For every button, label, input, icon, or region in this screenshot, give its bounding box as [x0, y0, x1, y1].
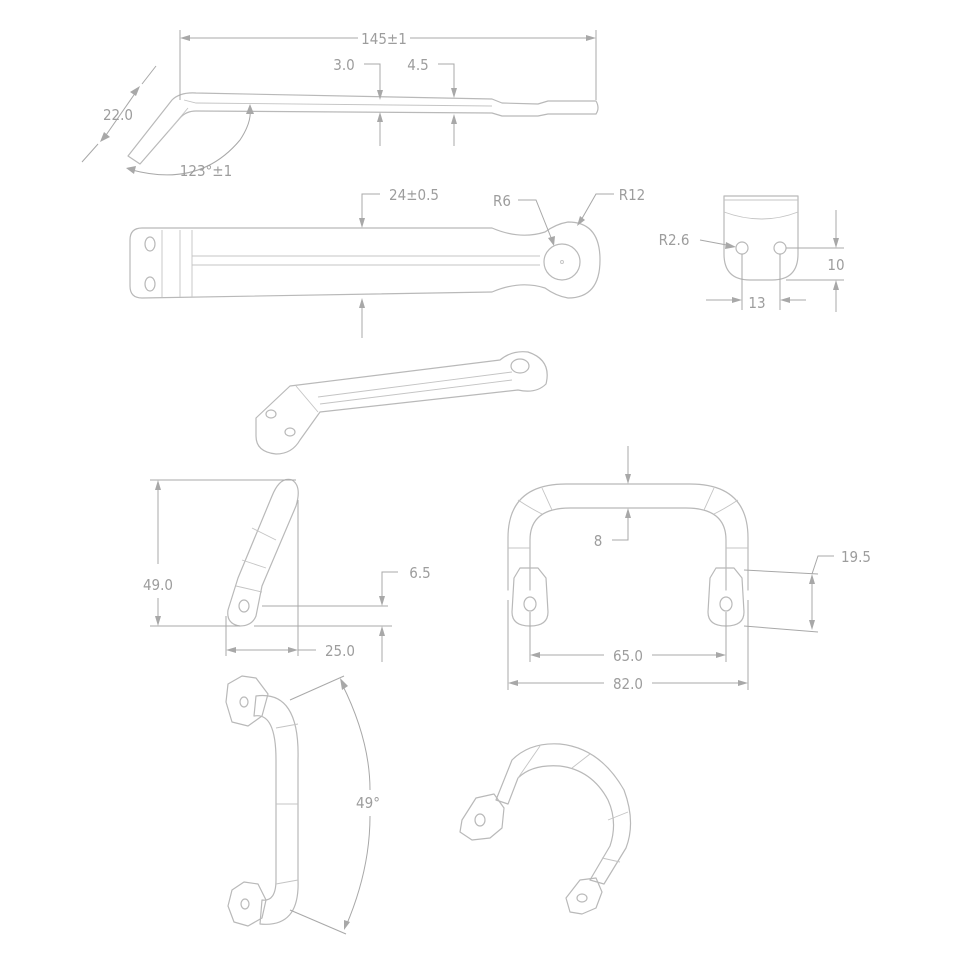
top-view-strap	[127, 92, 599, 165]
dim-thickness-a: 3.0	[333, 56, 383, 146]
label-top-offset: 8	[594, 532, 603, 550]
label-overall-length: 145±1	[361, 30, 407, 48]
plan-view-strap	[129, 221, 601, 299]
label-arc-angle: 49°	[356, 794, 380, 812]
label-hole-radius: R2.6	[659, 231, 690, 249]
label-side-depth: 25.0	[325, 642, 355, 660]
angle-view-handle	[225, 675, 299, 927]
label-bend-angle: 123°±1	[180, 162, 232, 180]
label-foot-height: 19.5	[841, 548, 871, 566]
dim-bend-leg: 22.0	[81, 65, 157, 163]
label-bend-leg: 22.0	[103, 106, 133, 124]
side-view-handle	[227, 478, 299, 627]
label-side-height: 49.0	[143, 576, 173, 594]
dim-thickness-b: 4.5	[407, 56, 457, 146]
label-thickness-a: 3.0	[333, 56, 354, 74]
dim-hole-span: 65.0	[529, 612, 727, 665]
dim-arc-angle: 49°	[289, 675, 380, 935]
label-width: 24±0.5	[389, 186, 439, 204]
label-hole-span: 65.0	[613, 647, 643, 665]
front-view-handle	[507, 483, 749, 627]
dim-bend-angle: 123°±1	[126, 104, 254, 180]
end-view-tab	[723, 195, 799, 281]
dim-overall-width: 82.0	[507, 600, 749, 693]
label-hole-height: 10	[827, 256, 844, 274]
label-thickness-b: 4.5	[407, 56, 428, 74]
dim-side-height: 49.0	[143, 479, 296, 627]
dim-width: 24±0.5	[359, 186, 439, 338]
dim-base-height: 6.5	[254, 564, 431, 662]
dim-inner-radius: R6	[493, 192, 555, 246]
label-outer-radius: R12	[619, 186, 646, 204]
dim-hole-radius: R2.6	[659, 231, 736, 249]
label-overall-width: 82.0	[613, 675, 643, 693]
dim-top-offset: 8	[594, 446, 631, 550]
label-base-height: 6.5	[409, 564, 430, 582]
isometric-handle	[459, 743, 632, 915]
dim-foot-height: 19.5	[743, 548, 871, 633]
label-inner-radius: R6	[493, 192, 511, 210]
dim-side-depth: 25.0	[225, 500, 355, 660]
dim-hole-spacing: 13	[706, 254, 806, 312]
dim-overall-length: 145±1	[179, 30, 597, 100]
label-hole-spacing: 13	[748, 294, 765, 312]
dim-hole-height: 10	[786, 210, 845, 312]
dim-outer-radius: R12	[577, 186, 645, 226]
isometric-strap	[255, 351, 548, 455]
